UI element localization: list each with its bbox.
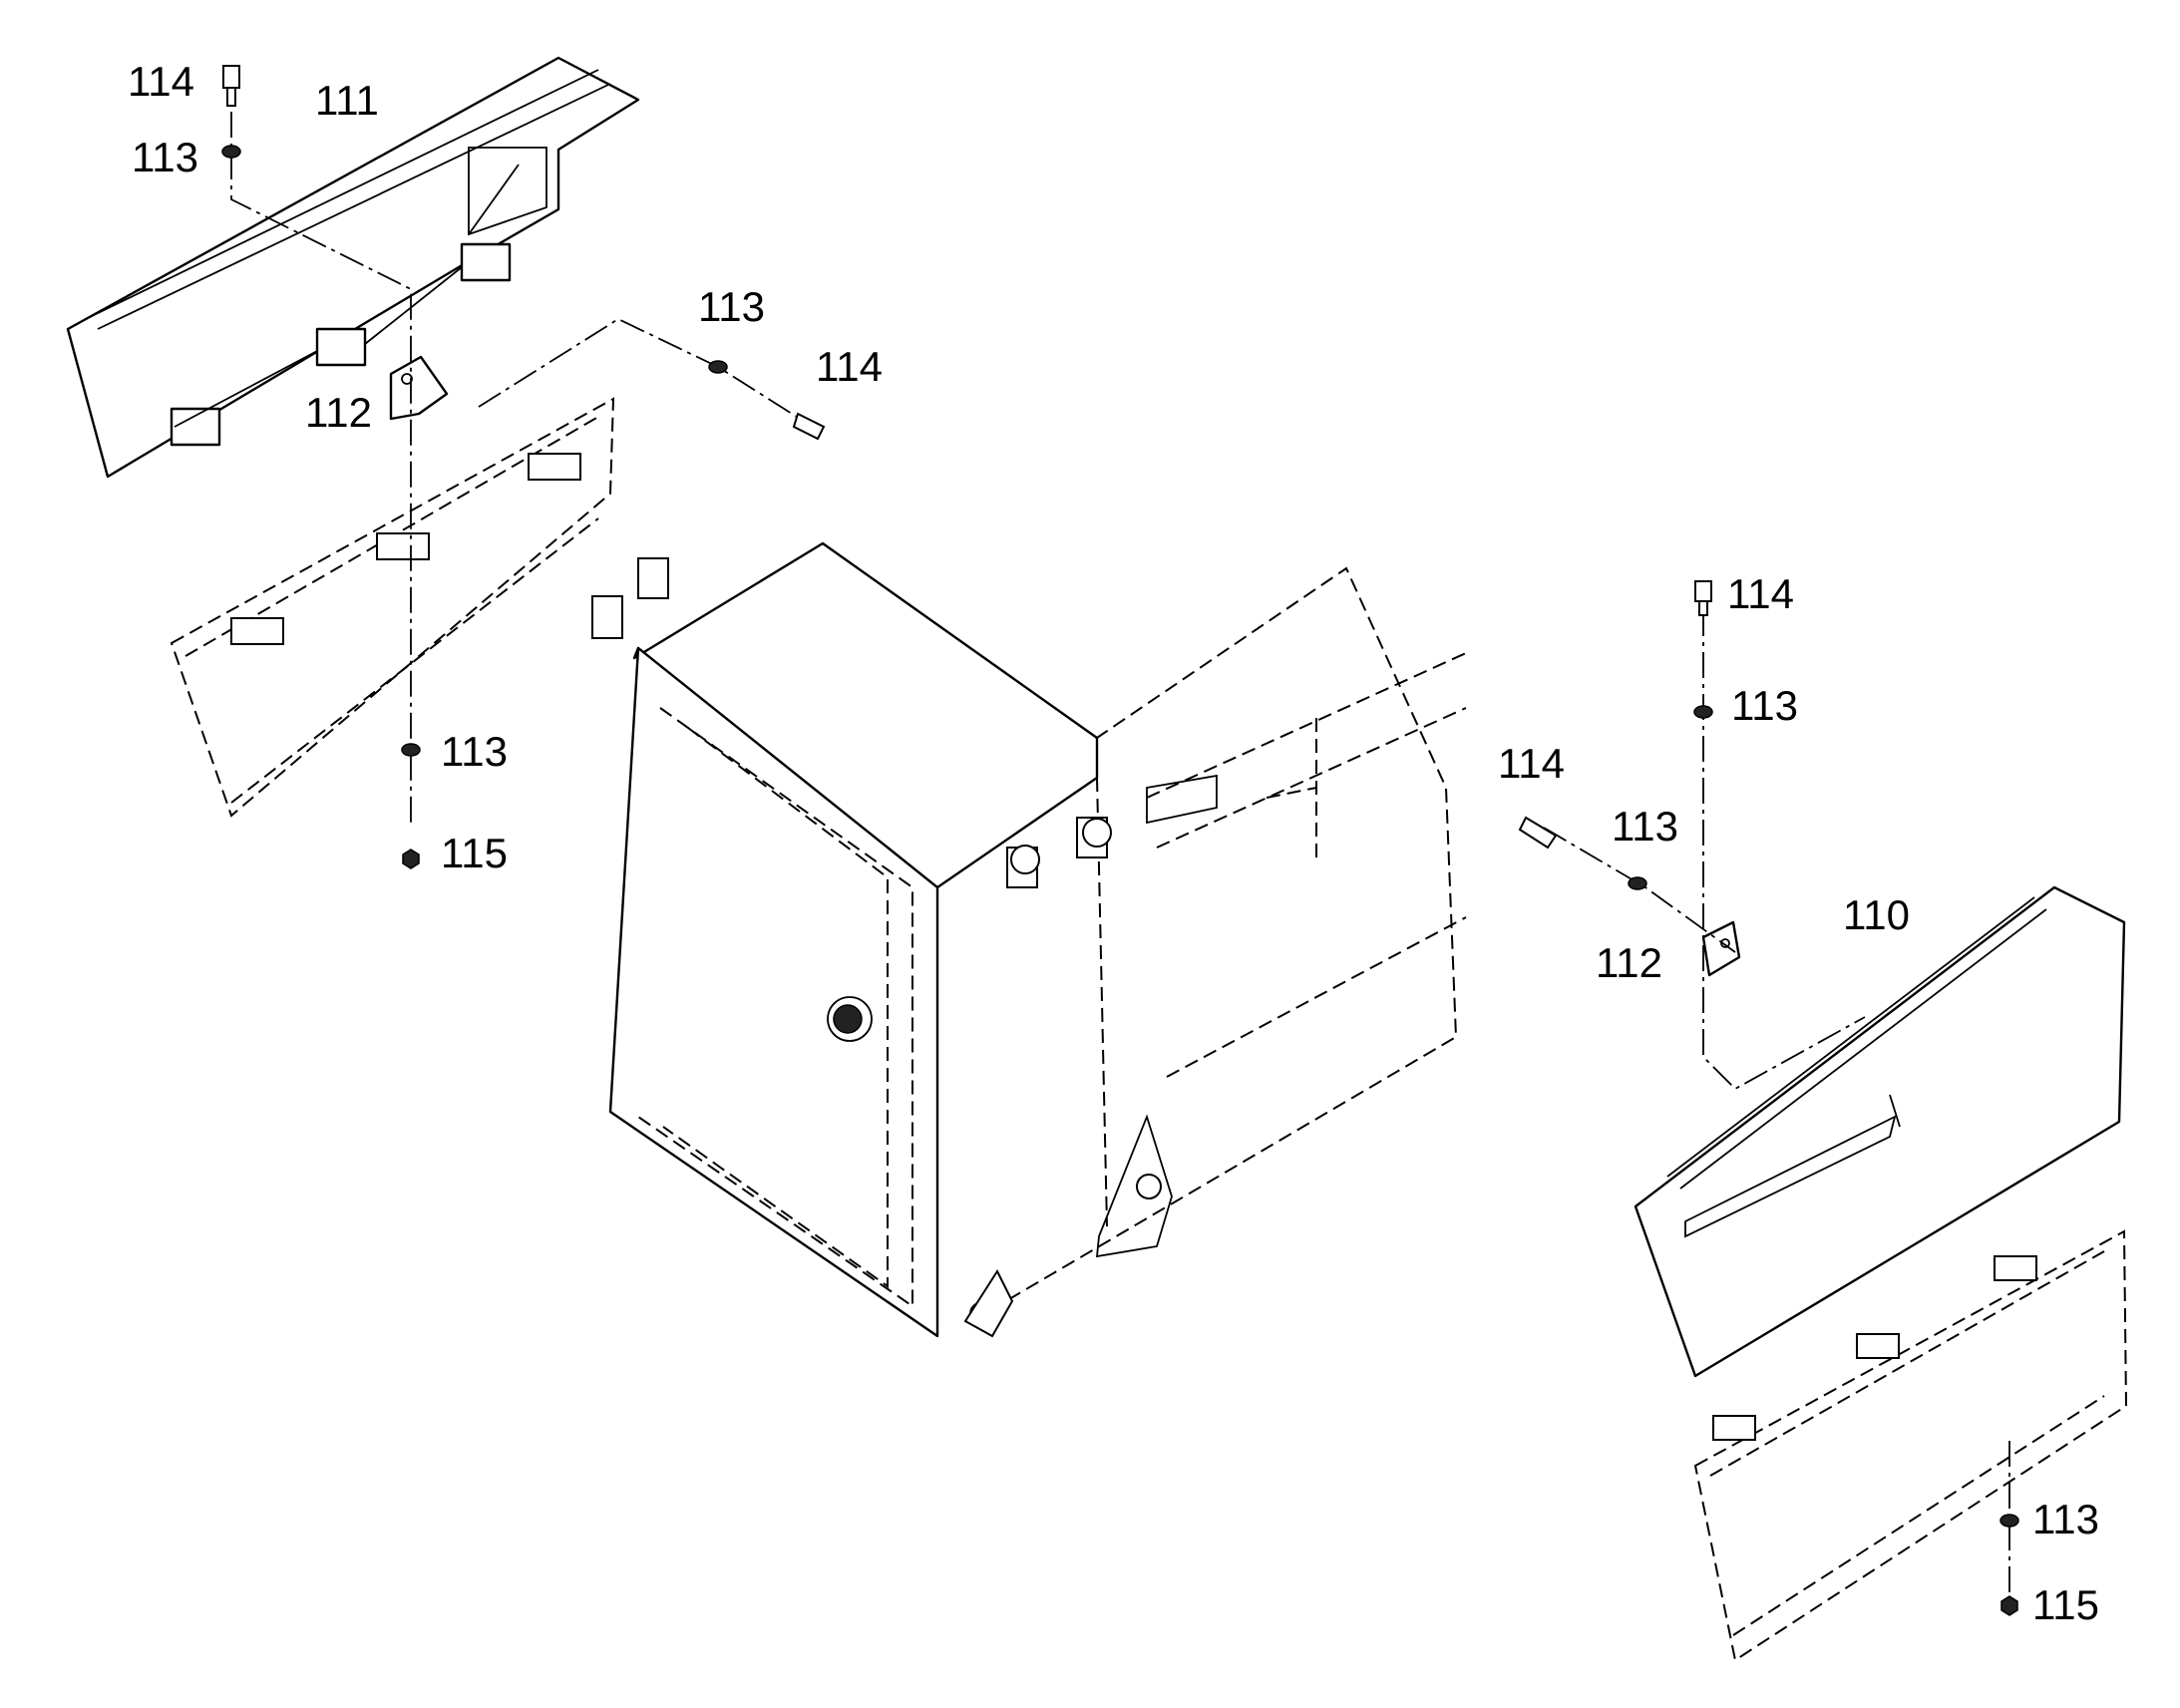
middle-hardware — [478, 317, 826, 441]
callout-111: 111 — [315, 77, 379, 124]
right-lower-cover — [1693, 1229, 2128, 1662]
callout-115-left: 115 — [441, 830, 508, 876]
left-lower-cover — [170, 397, 615, 818]
callout-115-right: 115 — [2032, 1581, 2099, 1628]
callout-114-right-top: 114 — [1727, 570, 1794, 617]
callout-labels: 114 111 113 113 114 112 113 115 114 113 … — [128, 58, 2099, 1628]
callout-113-top-left: 113 — [132, 134, 198, 180]
main-frame — [591, 541, 1467, 1338]
callout-113-right-top: 113 — [1731, 682, 1798, 729]
callout-110: 110 — [1843, 891, 1910, 938]
right-bracket — [1701, 920, 1741, 977]
callout-114-mid-top: 114 — [816, 343, 883, 390]
callout-113-mid-top: 113 — [698, 283, 765, 330]
left-bracket — [389, 355, 449, 421]
right-upper-cover — [1634, 885, 2126, 1378]
right-hardware — [1518, 580, 2019, 1616]
callout-113-right-bottom: 113 — [2032, 1496, 2099, 1542]
callout-113-right-mid: 113 — [1612, 803, 1678, 850]
left-hardware — [221, 65, 421, 869]
left-upper-cover — [66, 56, 640, 479]
callout-114-right-mid: 114 — [1498, 740, 1565, 787]
callout-112-right: 112 — [1596, 939, 1662, 986]
callout-113-lower-left: 113 — [441, 728, 508, 775]
callout-114-top-left: 114 — [128, 58, 194, 105]
callout-112-left: 112 — [305, 389, 372, 436]
